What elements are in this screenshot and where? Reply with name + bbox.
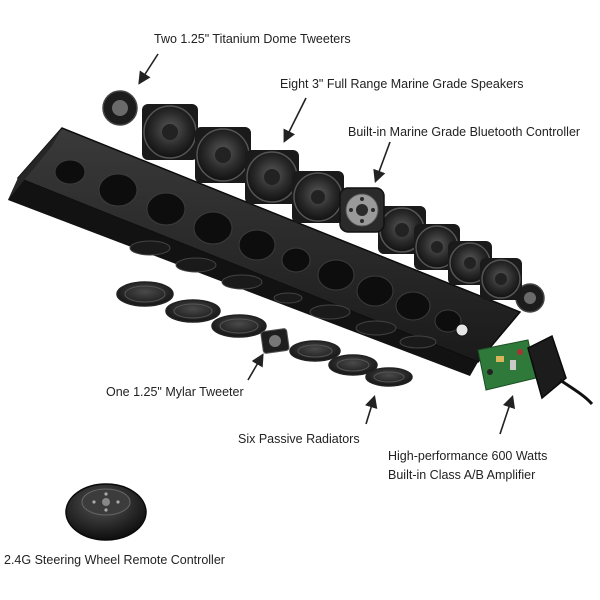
arrow-bluetooth	[373, 141, 391, 184]
label-speakers: Eight 3" Full Range Marine Grade Speaker…	[280, 77, 524, 91]
end-cap	[527, 334, 594, 406]
passive-radiator	[165, 299, 221, 323]
passive-radiator	[116, 281, 174, 307]
label-bluetooth: Built-in Marine Grade Bluetooth Controll…	[348, 125, 581, 139]
label-amplifier-line1: High-performance 600 Watts	[388, 449, 548, 463]
label-mylar: One 1.25" Mylar Tweeter	[106, 385, 244, 399]
full-range-speaker	[142, 104, 198, 160]
label-amplifier-line2: Built-in Class A/B Amplifier	[388, 468, 536, 482]
full-range-speaker	[195, 127, 251, 183]
full-range-speaker	[480, 258, 522, 300]
steering-remote-icon	[65, 483, 147, 541]
full-range-speaker	[292, 171, 344, 223]
label-radiators: Six Passive Radiators	[238, 432, 360, 446]
passive-radiator	[328, 354, 378, 376]
passive-radiator	[211, 314, 267, 338]
arrow-radiators	[365, 394, 378, 425]
bluetooth-controller-icon	[339, 187, 385, 233]
arrow-speakers	[283, 97, 307, 143]
full-range-speaker	[245, 150, 299, 204]
pointer-arrows	[138, 53, 516, 435]
arrow-amplifier	[499, 394, 516, 435]
mylar-tweeter	[260, 328, 290, 354]
titanium-tweeter	[515, 283, 545, 313]
label-remote: 2.4G Steering Wheel Remote Controller	[4, 553, 225, 567]
passive-radiator	[365, 367, 413, 387]
arrow-tweeters	[138, 53, 159, 85]
speaker-housing	[8, 127, 522, 376]
label-tweeters: Two 1.25" Titanium Dome Tweeters	[154, 32, 351, 46]
arrow-mylar	[247, 353, 264, 381]
passive-radiator	[289, 340, 341, 362]
titanium-tweeter	[102, 90, 138, 126]
